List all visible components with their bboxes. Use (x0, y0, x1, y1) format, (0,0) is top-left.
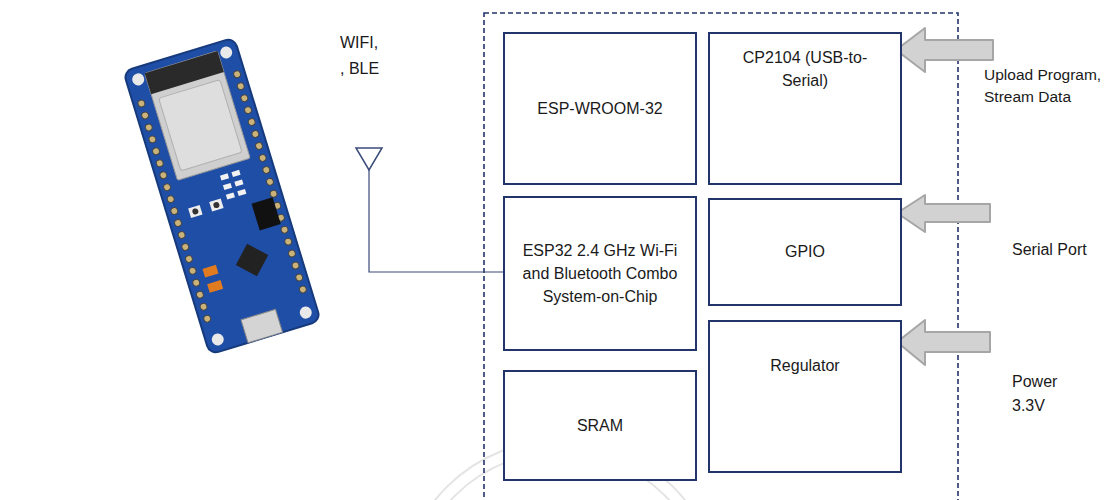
input-label: Serial Port (1012, 238, 1107, 261)
block-arrow (897, 195, 990, 232)
resistor (234, 179, 243, 186)
pin-hole (145, 123, 153, 131)
gpio-box: GPIO (708, 198, 902, 306)
pin-hole (269, 190, 277, 198)
pcb (123, 38, 320, 355)
board-boundary (484, 13, 958, 500)
mount-hole (219, 45, 234, 60)
module-shield (159, 80, 242, 171)
pin-hole (255, 142, 263, 150)
wifi-module (145, 51, 250, 180)
pin-hole (288, 249, 296, 257)
pin-hole (148, 135, 156, 143)
input-label: Upload Program, Stream Data (984, 64, 1108, 107)
regulator-box: Regulator (708, 320, 902, 473)
sram-box: SRAM (503, 370, 697, 481)
box-label: ESP-WROOM-32 (537, 97, 662, 120)
resistor (220, 173, 229, 180)
resistor (231, 170, 240, 177)
radio-label: WIFI, , BLE (340, 30, 386, 81)
box-label: Regulator (770, 354, 839, 377)
pin-hole (284, 237, 292, 245)
pin-hole (280, 225, 288, 233)
pin-hole (199, 302, 207, 310)
resistor-array (220, 170, 246, 200)
pin-hole (181, 243, 189, 251)
pin-hole (196, 291, 204, 299)
bridge-box: CP2104 (USB-to-Serial) (708, 32, 902, 185)
input-label: Power 3.3V (1012, 370, 1072, 418)
block-arrow (897, 320, 990, 365)
capacitor (207, 280, 223, 293)
pin-hole (192, 279, 200, 287)
pin-hole (262, 166, 270, 174)
module-box: ESP-WROOM-32 (503, 32, 697, 185)
box-label: CP2104 (USB-to-Serial) (743, 46, 868, 92)
antenna-symbol (356, 148, 382, 170)
pin-hole (203, 314, 211, 322)
capacitor (202, 265, 218, 278)
pin-hole (233, 70, 241, 78)
pin-hole (240, 94, 248, 102)
pin-hole (137, 99, 145, 107)
pin-hole (266, 178, 274, 186)
pin-hole (174, 219, 182, 227)
pin-hole (166, 195, 174, 203)
pin-hole (170, 207, 178, 215)
box-label: SRAM (577, 414, 623, 437)
pin-hole (247, 118, 255, 126)
pin-hole (159, 171, 167, 179)
pin-hole (244, 106, 252, 114)
input-arrows (896, 28, 993, 365)
block-arrow (896, 28, 993, 72)
pin-hole (299, 285, 307, 293)
box-label: ESP32 2.4 GHz Wi-Fi and Bluetooth Combo … (513, 239, 687, 309)
pin-hole (295, 273, 303, 281)
pin-hole (236, 82, 244, 90)
pin-hole (251, 130, 259, 138)
button-cap (213, 201, 220, 208)
button (188, 205, 202, 218)
soc-box: ESP32 2.4 GHz Wi-Fi and Bluetooth Combo … (503, 196, 697, 351)
pin-hole (155, 159, 163, 167)
resistor (226, 192, 235, 199)
pin-hole (141, 111, 149, 119)
pin-hole (291, 261, 299, 269)
mount-hole (298, 305, 313, 320)
resistor (237, 189, 246, 196)
pin-hole (188, 267, 196, 275)
resistor (223, 183, 232, 190)
pin-hole (163, 183, 171, 191)
pin-hole (258, 154, 266, 162)
button-cap (192, 208, 199, 215)
pin-header (137, 70, 307, 323)
mount-hole (210, 332, 225, 347)
antenna-wire (369, 170, 503, 272)
pin-hole (177, 231, 185, 239)
pin-hole (152, 147, 160, 155)
board-illustration (123, 38, 320, 355)
micro-usb (241, 309, 282, 342)
jumper (252, 197, 281, 230)
mount-hole (131, 72, 146, 87)
box-label: GPIO (785, 240, 825, 263)
button (209, 198, 223, 211)
usb-chip (236, 244, 268, 276)
pin-hole (185, 255, 193, 263)
